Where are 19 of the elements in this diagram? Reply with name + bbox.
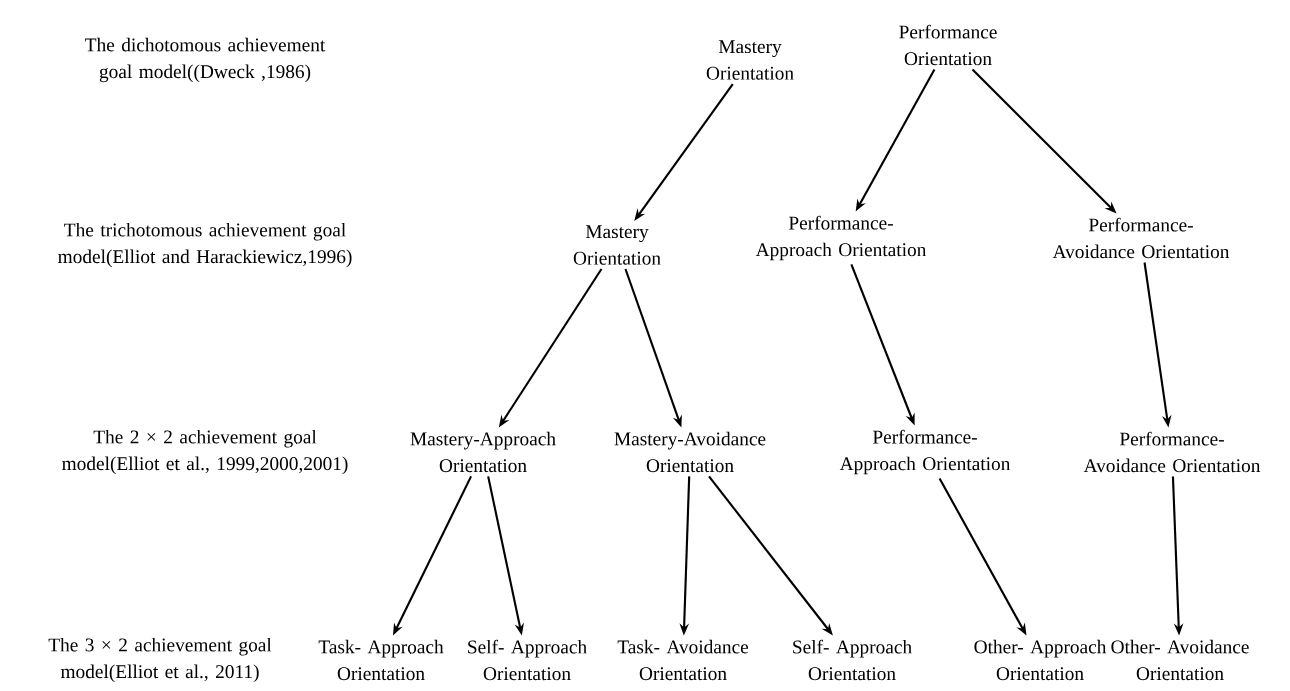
model-label: The dichotomous achievement goal model((Dweck ,1986): [85, 37, 326, 83]
orientation-label: Mastery-Avoidance Orientation: [614, 431, 766, 473]
orientation-label: Mastery Orientation: [573, 225, 661, 265]
orientation-label: Self- Approach Orientation: [468, 639, 587, 681]
orientation-label: Task- Approach Orientation: [318, 639, 444, 681]
orientation-label: Performance Orientation: [899, 24, 997, 66]
orientation-label: Performance-Avoidance Orientation: [1083, 431, 1261, 473]
orientation-label: Self- Approach Orientation: [793, 639, 912, 681]
orientation-label: Mastery Orientation: [706, 40, 794, 80]
orientation-label: Mastery-Approach Orientation: [410, 431, 556, 473]
model-label: The 3 × 2 achievement goal model(Elliot et al., 2011): [48, 637, 272, 683]
orientation-label: Other- Avoidance Orientation: [1111, 639, 1249, 681]
orientation-label: Performance-Approach Orientation: [755, 215, 927, 261]
orientation-label: Performance-Avoidance Orientation: [1052, 217, 1230, 259]
orientation-label: Other- Approach Orientation: [974, 639, 1107, 681]
model-label: The trichotomous achievement goal model(Elliot and Harackiewicz,1996): [58, 222, 352, 268]
orientation-label: Performance-Approach Orientation: [839, 429, 1011, 475]
model-label: The 2 × 2 achievement goal model(Elliot et al., 1999,2000,2001): [62, 429, 348, 475]
orientation-label: Task- Avoidance Orientation: [617, 639, 749, 681]
